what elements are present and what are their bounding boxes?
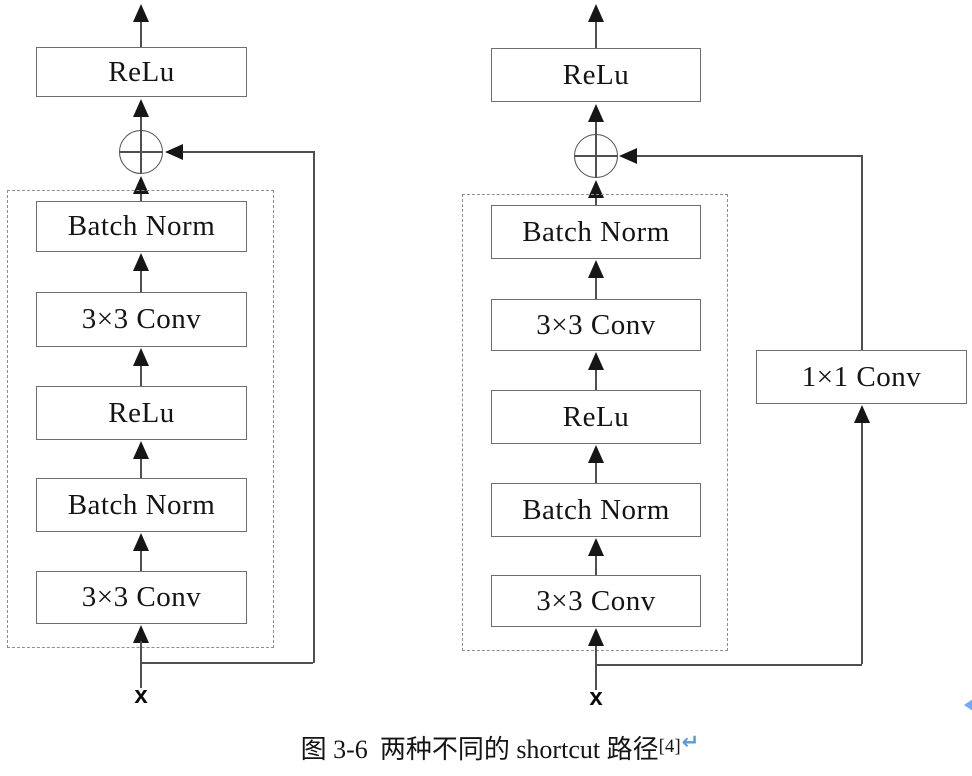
block-batch-norm: Batch Norm: [36, 478, 247, 532]
arrow-up-icon: [133, 625, 149, 643]
block-label: Batch Norm: [522, 215, 670, 248]
arrow-up-icon: [133, 176, 149, 194]
arrow-up-icon: [588, 180, 604, 198]
flow-line: [140, 366, 142, 386]
block-label: Batch Norm: [67, 488, 216, 521]
arrow-up-icon: [133, 253, 149, 271]
block-conv3x3: 3×3 Conv: [491, 575, 701, 627]
block-conv1x1-shortcut: 1×1 Conv: [756, 350, 967, 404]
flow-line: [595, 646, 597, 690]
flow-line: [140, 271, 142, 292]
arrow-up-icon: [588, 352, 604, 370]
flow-line: [595, 463, 597, 483]
arrow-up-icon: [133, 533, 149, 551]
arrow-up-icon: [588, 104, 604, 122]
flow-line: [140, 459, 142, 478]
flow-line: [595, 370, 597, 390]
flow-line: [140, 114, 142, 132]
block-label: Batch Norm: [522, 493, 670, 526]
block-label: ReLu: [108, 55, 175, 88]
flow-line: [595, 119, 597, 134]
flow-line: [140, 551, 142, 571]
block-label: 3×3 Conv: [81, 303, 202, 335]
flow-line: [595, 20, 597, 48]
arrow-left-icon: [165, 144, 183, 160]
flow-line: [595, 556, 597, 575]
block-conv3x3: 3×3 Conv: [36, 571, 247, 624]
flow-line: [140, 20, 142, 47]
arrow-left-icon: [619, 148, 637, 164]
arrow-up-icon: [854, 405, 870, 423]
block-relu-output: ReLu: [36, 47, 247, 97]
shortcut-line: [861, 155, 863, 350]
block-label: 3×3 Conv: [536, 584, 656, 617]
flow-line: [140, 641, 142, 688]
arrow-up-icon: [133, 4, 149, 22]
block-relu: ReLu: [36, 386, 247, 440]
block-relu-output: ReLu: [491, 48, 701, 102]
block-label: 3×3 Conv: [81, 581, 202, 613]
arrow-up-icon: [588, 628, 604, 646]
arrow-up-icon: [588, 4, 604, 22]
paragraph-return-icon: ↵: [681, 730, 700, 754]
input-label: x: [589, 684, 603, 711]
shortcut-line: [183, 151, 314, 153]
flow-line: [595, 196, 597, 205]
block-label: 1×1 Conv: [801, 360, 922, 393]
edge-marker-icon: [964, 699, 972, 711]
block-conv3x3: 3×3 Conv: [36, 292, 247, 347]
arrow-up-icon: [588, 538, 604, 556]
block-label: ReLu: [108, 396, 175, 429]
block-label: ReLu: [562, 58, 630, 91]
block-label: 3×3 Conv: [536, 308, 656, 341]
block-batch-norm: Batch Norm: [36, 201, 247, 252]
input-label: x: [134, 682, 148, 709]
sum-junction-icon: [119, 130, 163, 174]
arrow-up-icon: [588, 445, 604, 463]
flow-line: [595, 278, 597, 299]
shortcut-line: [637, 155, 862, 157]
shortcut-line: [861, 423, 863, 664]
arrow-up-icon: [133, 348, 149, 366]
flow-line: [140, 192, 142, 201]
citation-ref: [4]: [658, 736, 681, 757]
block-label: Batch Norm: [67, 210, 216, 242]
arrow-up-icon: [588, 260, 604, 278]
sum-junction-icon: [574, 134, 618, 178]
shortcut-line: [596, 664, 862, 666]
arrow-up-icon: [133, 99, 149, 117]
figure-number: 图 3-6: [300, 735, 368, 764]
caption-text: 两种不同的 shortcut 路径: [379, 735, 659, 764]
block-label: ReLu: [562, 400, 630, 433]
arrow-up-icon: [133, 441, 149, 459]
figure-caption: 图 3-6 两种不同的 shortcut 路径[4]↵: [100, 729, 900, 766]
block-relu: ReLu: [491, 390, 701, 444]
block-batch-norm: Batch Norm: [491, 205, 701, 259]
block-batch-norm: Batch Norm: [491, 483, 701, 537]
shortcut-line: [141, 662, 313, 664]
block-conv3x3: 3×3 Conv: [491, 299, 701, 351]
shortcut-line: [313, 151, 315, 663]
